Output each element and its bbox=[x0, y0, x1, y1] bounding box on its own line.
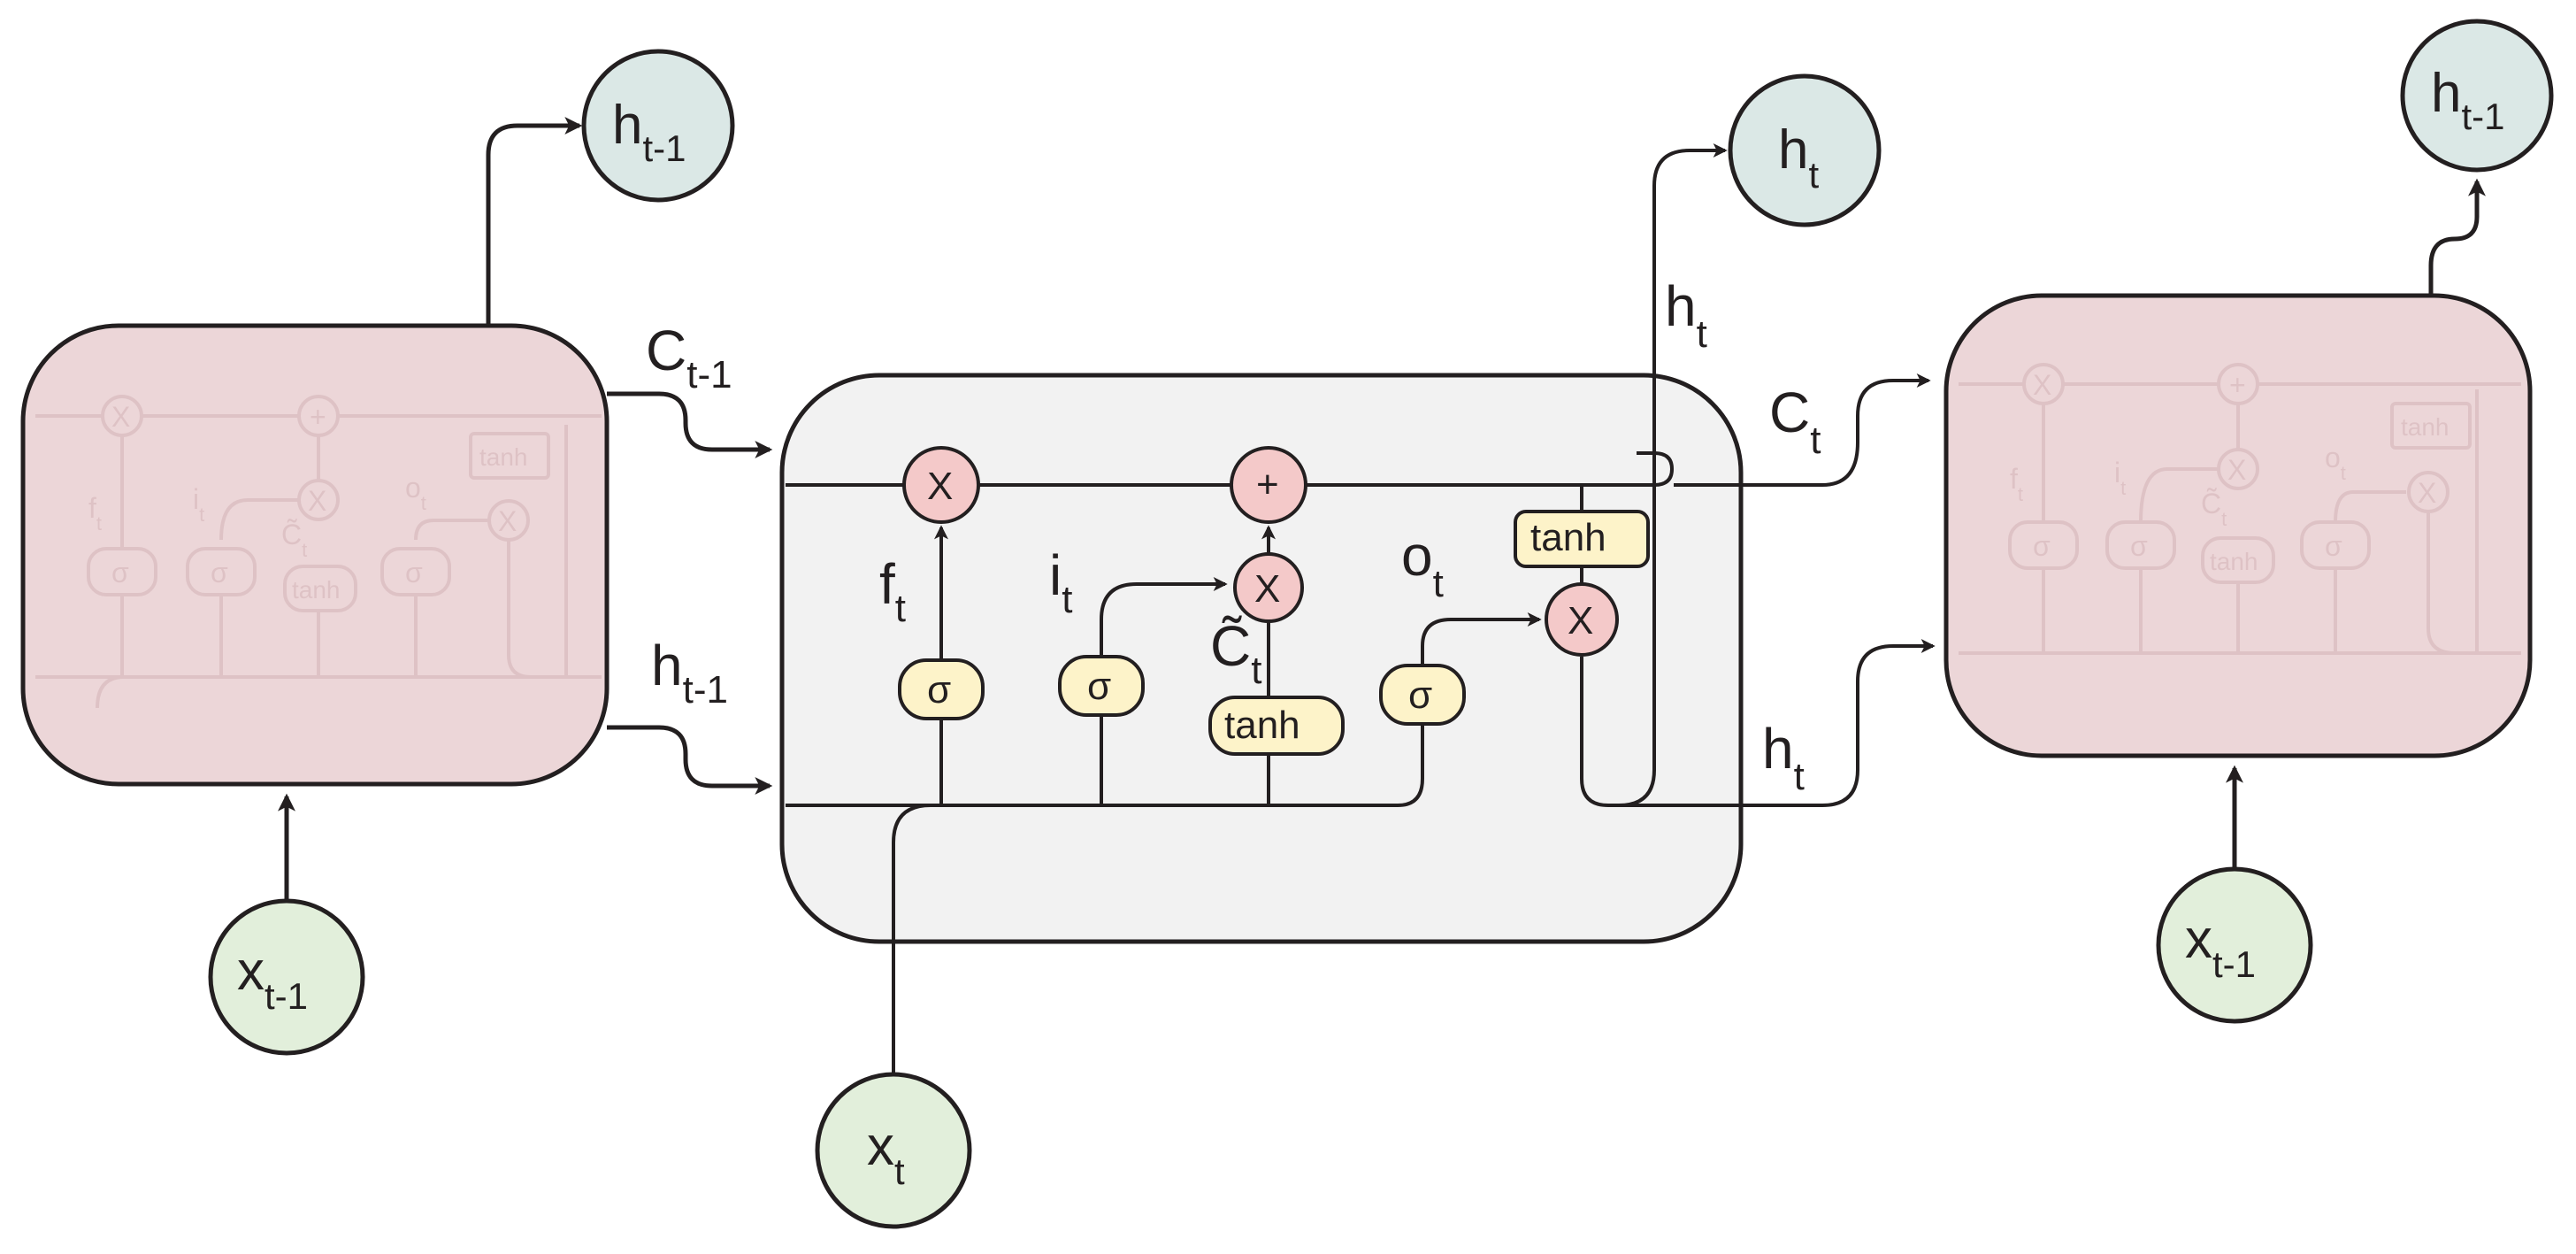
right-ghost-times-1: X bbox=[2033, 369, 2051, 401]
input-multiply-op: X bbox=[1233, 552, 1304, 623]
right-ghost-plus: + bbox=[2229, 369, 2246, 401]
center-x-in-node: xt bbox=[815, 1072, 972, 1229]
left-ghost-i: it bbox=[193, 483, 204, 526]
left-ghost-tanh: tanh bbox=[292, 576, 341, 604]
left-ghost-sigma-3: σ bbox=[405, 557, 423, 589]
right-cell: X + X X σ σ σ tanh tanh ft it C̃t ot bbox=[1944, 293, 2533, 758]
svg-text:σ: σ bbox=[1408, 673, 1432, 717]
left-ghost-times-2: X bbox=[308, 485, 326, 517]
left-ghost-sigma-1: σ bbox=[111, 557, 129, 589]
right-ghost-o: ot bbox=[2325, 442, 2346, 484]
left-ghost-o: ot bbox=[405, 472, 426, 514]
left-ghost-c: C̃t bbox=[281, 519, 307, 561]
svg-text:ht-1: ht-1 bbox=[612, 95, 686, 169]
svg-text:tanh: tanh bbox=[1224, 704, 1300, 747]
left-h-out-arrow bbox=[486, 117, 583, 326]
forget-gate-label: ft bbox=[879, 552, 906, 630]
svg-text:X: X bbox=[927, 465, 953, 508]
right-cell-ghost bbox=[1959, 363, 2521, 655]
left-cell: X + X X σ σ σ tanh tanh ft it C̃t ot bbox=[20, 323, 610, 787]
center-lines bbox=[786, 143, 1936, 1080]
left-ghost-times-1: X bbox=[111, 401, 130, 433]
center-h-out-node: ht bbox=[1728, 73, 1882, 227]
right-ghost-i: it bbox=[2114, 457, 2126, 499]
forget-sigma-gate: σ bbox=[898, 658, 985, 720]
c-next-label: Ct bbox=[1769, 381, 1821, 462]
right-ghost-tanh: tanh bbox=[2210, 548, 2258, 575]
output-multiply-op: X bbox=[1545, 582, 1619, 657]
output-sigma-gate: σ bbox=[1379, 664, 1466, 726]
svg-text:σ: σ bbox=[927, 668, 951, 712]
svg-text:xt-1: xt-1 bbox=[2185, 909, 2256, 985]
left-cell-body bbox=[20, 323, 610, 787]
svg-text:+: + bbox=[1256, 463, 1279, 506]
center-cell-body bbox=[779, 373, 1744, 944]
h-prev-label: ht-1 bbox=[651, 634, 728, 712]
left-ghost-times-3: X bbox=[498, 505, 517, 537]
right-ghost-times-2: X bbox=[2227, 454, 2246, 486]
svg-text:ht-1: ht-1 bbox=[2431, 63, 2505, 137]
svg-text:xt-1: xt-1 bbox=[237, 941, 308, 1017]
left-x-in-node: xt-1 bbox=[208, 898, 365, 1056]
svg-text:tanh: tanh bbox=[1530, 516, 1606, 559]
c-prev-label: Ct-1 bbox=[646, 319, 732, 396]
h-next-label: ht bbox=[1762, 717, 1805, 798]
svg-text:xt: xt bbox=[867, 1116, 905, 1192]
right-x-in-node: xt-1 bbox=[2156, 866, 2313, 1024]
h-prev-arrow bbox=[607, 725, 773, 795]
c-prev-arrow bbox=[607, 391, 773, 458]
input-gate-label: it bbox=[1049, 543, 1072, 621]
candidate-label: C̃t bbox=[1210, 614, 1261, 692]
right-ghost-sigma-1: σ bbox=[2033, 530, 2051, 562]
right-h-out-node: ht-1 bbox=[2400, 19, 2554, 173]
cell-add-op: + bbox=[1230, 446, 1307, 524]
right-ghost-c: C̃t bbox=[2201, 488, 2227, 530]
candidate-tanh-gate: tanh bbox=[1208, 696, 1345, 756]
right-ghost-times-3: X bbox=[2418, 477, 2436, 509]
svg-text:X: X bbox=[1254, 567, 1280, 611]
output-gate-label: ot bbox=[1401, 524, 1444, 605]
h-up-label: ht bbox=[1665, 274, 1707, 356]
svg-text:ht: ht bbox=[1778, 119, 1819, 196]
left-ghost-sigma-2: σ bbox=[211, 557, 228, 589]
left-ghost-tanh-out: tanh bbox=[479, 443, 528, 471]
right-ghost-f: ft bbox=[2010, 463, 2023, 505]
svg-text:σ: σ bbox=[1087, 665, 1111, 708]
left-h-out-node: ht-1 bbox=[581, 49, 735, 203]
svg-text:X: X bbox=[1568, 599, 1593, 642]
right-h-out-arrow bbox=[2428, 178, 2486, 296]
right-ghost-sigma-2: σ bbox=[2130, 530, 2148, 562]
left-cell-ghost bbox=[35, 395, 602, 709]
left-ghost-plus: + bbox=[310, 401, 326, 433]
right-cell-body bbox=[1944, 293, 2533, 758]
input-sigma-gate: σ bbox=[1058, 655, 1145, 717]
cell-tanh-gate: tanh bbox=[1514, 510, 1650, 568]
forget-multiply-op: X bbox=[902, 446, 980, 524]
left-ghost-f: ft bbox=[88, 492, 102, 535]
right-ghost-tanh-out: tanh bbox=[2401, 413, 2450, 441]
right-ghost-sigma-3: σ bbox=[2325, 530, 2342, 562]
